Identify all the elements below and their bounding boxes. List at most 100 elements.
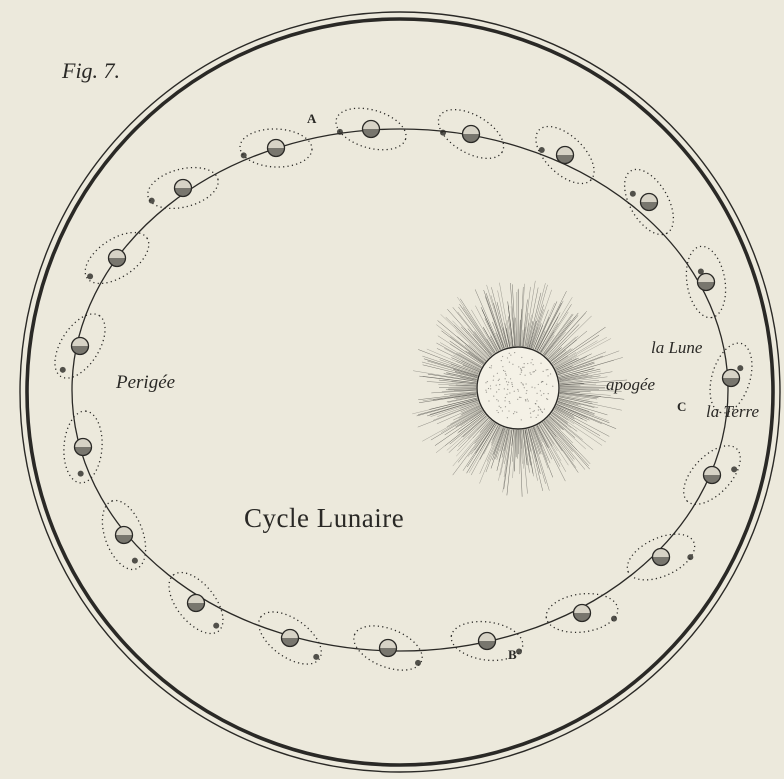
sun-stipple	[520, 374, 521, 375]
sun-stipple	[533, 364, 534, 365]
figure-number: Fig. 7.	[62, 58, 120, 84]
sun-stipple	[507, 357, 508, 358]
sun-stipple	[510, 378, 511, 379]
sun-stipple	[526, 390, 527, 391]
sun-stipple	[502, 366, 503, 367]
earth-shade	[282, 638, 299, 647]
sun-stipple	[505, 378, 506, 379]
sun-stipple	[504, 371, 505, 372]
sun-stipple	[496, 410, 497, 411]
earth-moon-station	[77, 222, 158, 294]
sun-stipple	[496, 385, 497, 386]
sun-stipple	[521, 382, 522, 383]
moon-icon	[78, 471, 84, 477]
earth-shade	[698, 282, 715, 291]
moon-icon	[630, 191, 636, 197]
sun-stipple	[527, 399, 528, 400]
sun-stipple	[525, 375, 526, 376]
sun-stipple	[502, 356, 503, 357]
sun-stipple	[524, 363, 525, 364]
sun-stipple	[540, 409, 541, 410]
sun-stipple	[536, 400, 537, 401]
sun-stipple	[530, 374, 531, 375]
sun-stipple	[521, 419, 522, 420]
earth-moon-station	[682, 243, 731, 320]
sun-stipple	[501, 360, 502, 361]
moon-icon	[313, 654, 319, 660]
moon-icon	[737, 365, 743, 371]
sun-stipple	[499, 384, 500, 385]
moon-icon	[698, 269, 704, 275]
earth-moon-station	[673, 436, 750, 514]
sun-stipple	[506, 381, 507, 382]
earth-shade	[188, 603, 205, 612]
sun-stipple	[530, 417, 531, 418]
earth-moon-station	[250, 602, 331, 675]
sun-stipple	[506, 375, 507, 376]
sun-stipple	[511, 382, 512, 383]
sun-stipple	[489, 367, 490, 368]
sun-stipple	[516, 412, 517, 413]
earth-moon-station	[620, 525, 701, 590]
earth-moon-station	[348, 617, 429, 679]
sun-stipple	[543, 393, 544, 394]
sun-stipple	[507, 384, 508, 385]
sun-stipple	[520, 397, 521, 398]
earth-shade	[116, 535, 133, 544]
earth-shade	[641, 202, 658, 211]
sun-stipple	[538, 407, 539, 408]
sun-stipple	[518, 390, 519, 391]
sun-stipple	[534, 371, 535, 372]
earth-moon-station	[526, 116, 604, 193]
sun-stipple	[497, 373, 498, 374]
earth-shade	[72, 346, 89, 355]
moon-icon	[611, 616, 617, 622]
sun-stipple	[530, 362, 531, 363]
sun-stipple	[509, 403, 510, 404]
earth-moon-station	[239, 128, 312, 169]
apogee-label: apogée	[606, 375, 655, 395]
sun-ray	[491, 287, 507, 347]
sun-ray	[546, 419, 590, 469]
moon-icon	[731, 466, 737, 472]
sun-stipple	[548, 393, 549, 394]
sun-stipple	[540, 390, 541, 391]
sun-stipple	[485, 390, 486, 391]
sun-stipple	[535, 403, 536, 404]
sun-stipple	[538, 384, 539, 385]
sun-stipple	[507, 389, 508, 390]
earth-shade	[463, 134, 480, 143]
sun-stipple	[503, 370, 504, 371]
sun-stipple	[498, 389, 499, 390]
sun-ray	[516, 430, 517, 457]
moon-icon	[415, 660, 421, 666]
sun-stipple	[509, 353, 510, 354]
sun-stipple	[514, 391, 515, 392]
sun-stipple	[536, 393, 537, 394]
sun-icon	[412, 281, 627, 497]
sun-stipple	[547, 399, 548, 400]
sun-stipple	[510, 355, 511, 356]
sun-stipple	[504, 400, 505, 401]
sun-stipple	[522, 383, 523, 384]
sun-stipple	[521, 357, 522, 358]
sun-ray	[453, 407, 480, 420]
moon-icon	[539, 147, 545, 153]
sun-stipple	[496, 399, 497, 400]
sun-stipple	[493, 380, 494, 381]
earth-shade	[479, 641, 496, 650]
sun-stipple	[499, 379, 500, 380]
sun-stipple	[500, 407, 501, 408]
sun-stipple	[488, 400, 489, 401]
sun-stipple	[493, 396, 494, 397]
sun-stipple	[546, 384, 547, 385]
sun-ray	[423, 394, 477, 401]
sun-stipple	[513, 413, 514, 414]
sun-stipple	[490, 385, 491, 386]
sun-stipple	[512, 364, 513, 365]
sun-ray	[463, 307, 494, 353]
sun-ray	[516, 318, 517, 346]
sun-stipple	[519, 397, 520, 398]
earth-moon-station	[143, 161, 222, 216]
